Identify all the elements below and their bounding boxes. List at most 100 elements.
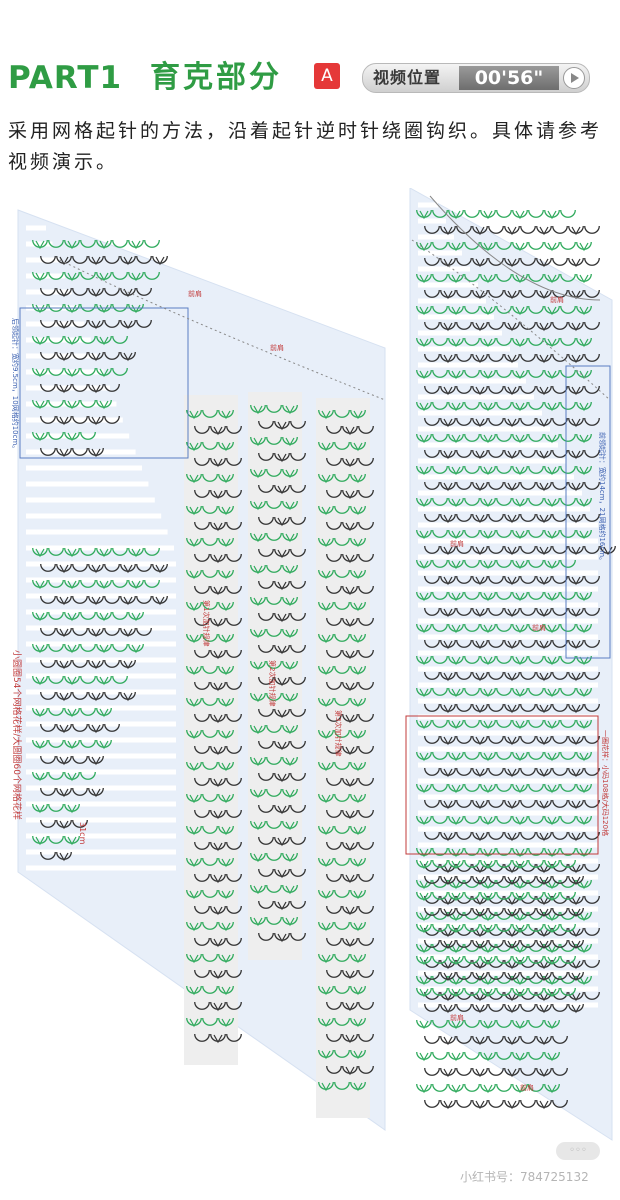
chain-arc — [194, 745, 210, 754]
stitch-v — [475, 864, 485, 874]
chain-arc — [464, 687, 480, 696]
stitch-v — [59, 852, 69, 862]
stitch-v — [443, 546, 453, 556]
stitch-v — [353, 410, 363, 420]
chain-arc — [80, 643, 96, 652]
stitch-v — [539, 386, 549, 396]
chain-arc — [552, 449, 568, 458]
chain-arc — [424, 799, 440, 808]
chain-arc — [560, 591, 576, 600]
stitch-v — [419, 370, 429, 380]
chain-arc — [488, 907, 504, 916]
chain-arc — [552, 385, 568, 394]
chain-arc — [326, 649, 342, 658]
chain-arc — [464, 923, 480, 932]
stitch-v — [321, 666, 331, 676]
chain-arc — [202, 761, 218, 770]
stitch-v — [443, 226, 453, 236]
stitch-v — [321, 570, 331, 580]
chain-arc — [440, 1099, 456, 1108]
stitch-v — [189, 698, 199, 708]
chain-arc — [326, 809, 342, 818]
play-icon[interactable] — [563, 67, 585, 89]
chain-arc — [464, 401, 480, 410]
chain-arc — [258, 708, 274, 717]
chain-arc — [334, 665, 350, 674]
chain-arc — [528, 369, 544, 378]
stitch-v — [547, 656, 557, 666]
stitch-v — [213, 874, 223, 884]
stitch-v — [277, 453, 287, 463]
stitch-v — [539, 1036, 549, 1046]
stitch-v — [483, 988, 493, 998]
chain-arc — [358, 1033, 374, 1042]
chain-arc — [464, 1019, 480, 1028]
chain-arc — [326, 681, 342, 690]
chain-arc — [456, 671, 472, 680]
stitch-v — [547, 402, 557, 412]
stitch-v — [515, 466, 525, 476]
stitch-v — [475, 876, 485, 886]
chain-arc — [326, 457, 342, 466]
chain-arc — [358, 1065, 374, 1074]
stitch-v — [189, 826, 199, 836]
chain-arc — [496, 465, 512, 474]
chain-arc — [202, 633, 218, 642]
stitch-v — [443, 1100, 453, 1110]
stitch-v — [189, 506, 199, 516]
chain-arc — [258, 836, 274, 845]
chain-arc — [226, 649, 242, 658]
chain-arc — [48, 835, 64, 844]
chain-arc — [584, 257, 600, 266]
stitch-v — [571, 704, 581, 714]
stitch-v — [547, 624, 557, 634]
stitch-v — [419, 912, 429, 922]
stitch-v — [419, 530, 429, 540]
stitch-v — [451, 892, 461, 902]
stitch-v — [539, 640, 549, 650]
stitch-v — [419, 274, 429, 284]
stitch-v — [539, 258, 549, 268]
stitch-v — [539, 832, 549, 842]
chain-arc — [552, 545, 568, 554]
stitch-v — [443, 972, 453, 982]
chain-arc — [202, 793, 218, 802]
stitch-v — [99, 368, 109, 378]
chain-arc — [226, 873, 242, 882]
chain-arc — [48, 303, 64, 312]
stitch-v — [539, 972, 549, 982]
chain-arc — [584, 831, 600, 840]
chain-arc — [424, 767, 440, 776]
chain-arc — [266, 916, 282, 925]
left-vertical-note: 小圆圈54个网格花样/大圆圈60个网格花样 — [11, 650, 23, 820]
stitch-v — [579, 720, 589, 730]
stitch-v — [253, 597, 263, 607]
chain-arc — [552, 799, 568, 808]
stitch-v — [571, 736, 581, 746]
stitch-v — [419, 338, 429, 348]
chain-arc — [266, 884, 282, 893]
chain-arc — [80, 335, 96, 344]
chain-arc — [528, 955, 544, 964]
stitch-v — [67, 548, 77, 558]
chain-arc — [432, 847, 448, 856]
chain-arc — [504, 225, 520, 234]
chain-arc — [456, 907, 472, 916]
stitch-v — [483, 784, 493, 794]
video-position-button[interactable]: 视频位置 00'56" — [362, 63, 590, 93]
stitch-v — [345, 778, 355, 788]
chain-arc — [416, 1083, 432, 1092]
chain-arc — [194, 809, 210, 818]
chain-arc — [358, 457, 374, 466]
chain-arc — [552, 1003, 568, 1012]
chain-arc — [456, 735, 472, 744]
stitch-v — [35, 836, 45, 846]
chain-arc — [496, 655, 512, 664]
stitch-v — [91, 448, 101, 458]
chain-arc — [472, 1099, 488, 1108]
stitch-v — [515, 688, 525, 698]
stitch-v — [571, 608, 581, 618]
chain-arc — [424, 1099, 440, 1108]
chain-arc — [358, 425, 374, 434]
stitch-v — [507, 514, 517, 524]
